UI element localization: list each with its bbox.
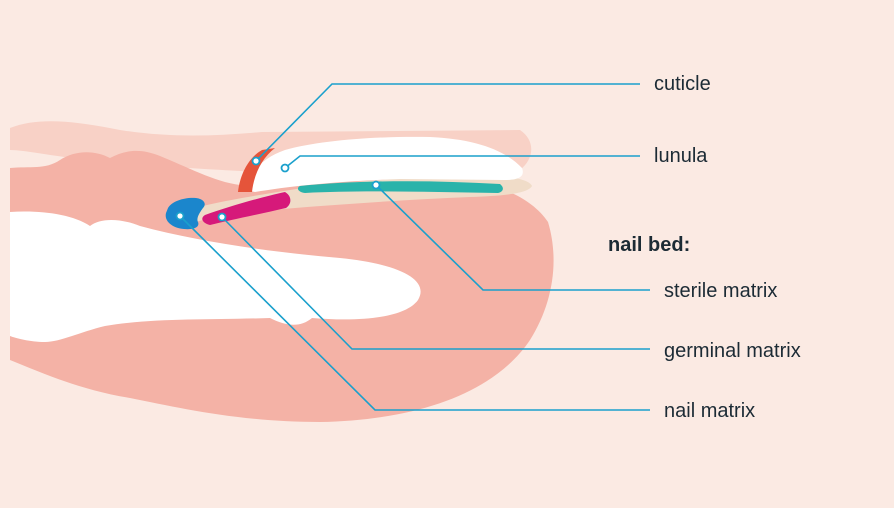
label-nail-bed-heading: nail bed: [608,233,690,257]
label-lunula: lunula [654,144,707,168]
pointer-dot-nail-matrix [177,213,184,220]
label-cuticle: cuticle [654,72,711,96]
pointer-dot-sterile-matrix [373,182,380,189]
pointer-dot-lunula [282,165,289,172]
label-germinal-matrix: germinal matrix [664,339,801,363]
pointer-dot-germinal-matrix [219,214,226,221]
label-nail-matrix: nail matrix [664,399,755,423]
label-sterile-matrix: sterile matrix [664,279,777,303]
pointer-dot-cuticle [253,158,260,165]
